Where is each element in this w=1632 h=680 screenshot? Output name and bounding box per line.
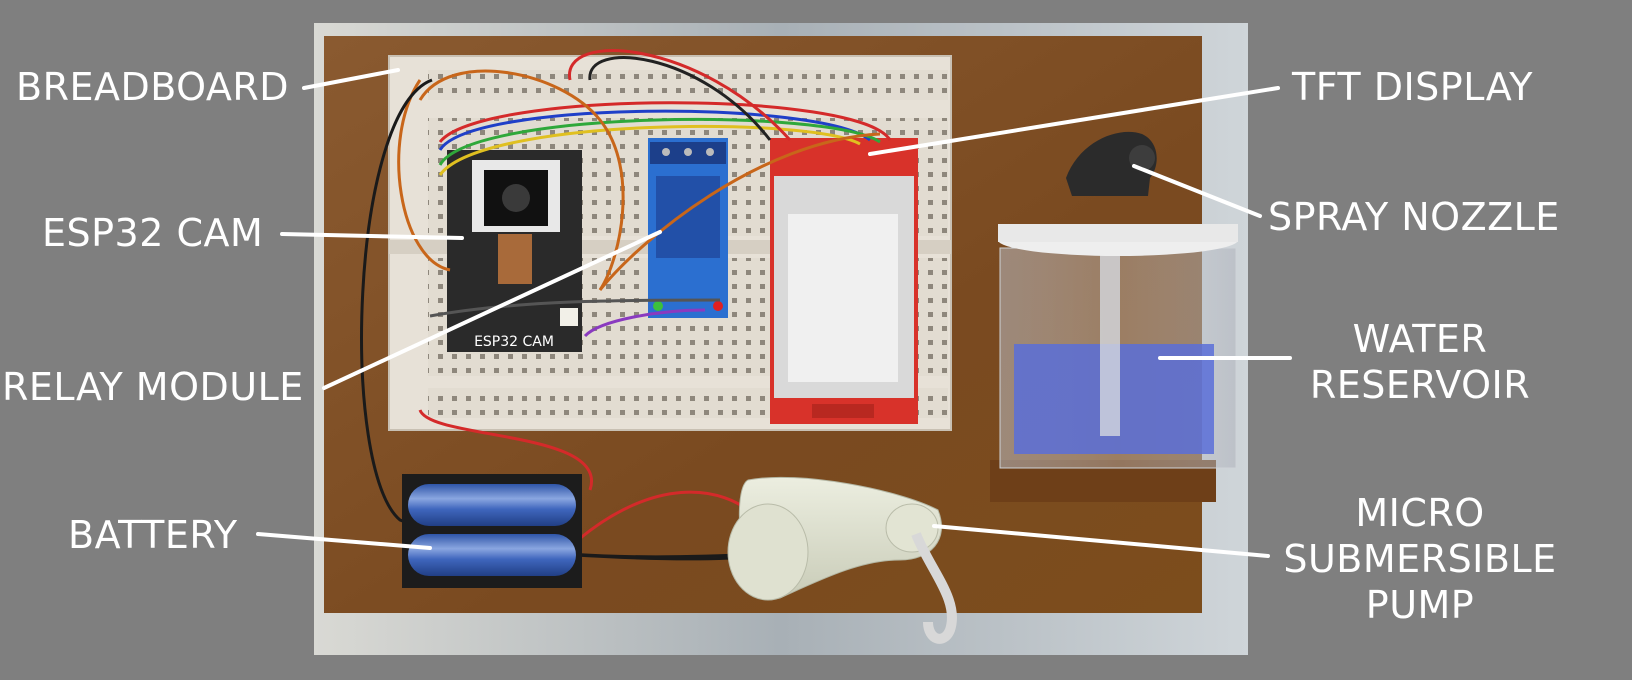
label-breadboard: BREADBOARD [16,64,289,110]
tft-display [770,138,918,424]
label-water-reservoir: WATER RESERVOIR [1290,316,1550,408]
label-relay-module: RELAY MODULE [2,364,304,410]
relay-module [648,138,728,318]
label-water-reservoir-line2: RESERVOIR [1290,362,1550,408]
label-spray-nozzle: SPRAY NOZZLE [1268,194,1560,240]
label-pump-line2: SUBMERSIBLE [1270,536,1570,582]
label-esp32-cam: ESP32 CAM [42,210,263,256]
label-pump-line1: MICRO [1270,490,1570,536]
label-pump: MICRO SUBMERSIBLE PUMP [1270,490,1570,628]
battery-holder [402,474,582,588]
label-water-reservoir-line1: WATER [1290,316,1550,362]
label-tft-display: TFT DISPLAY [1292,64,1533,110]
water-reservoir [990,224,1238,502]
label-battery: BATTERY [68,512,238,558]
label-pump-line3: PUMP [1270,582,1570,628]
esp32-silkscreen: ESP32 CAM [474,334,554,350]
